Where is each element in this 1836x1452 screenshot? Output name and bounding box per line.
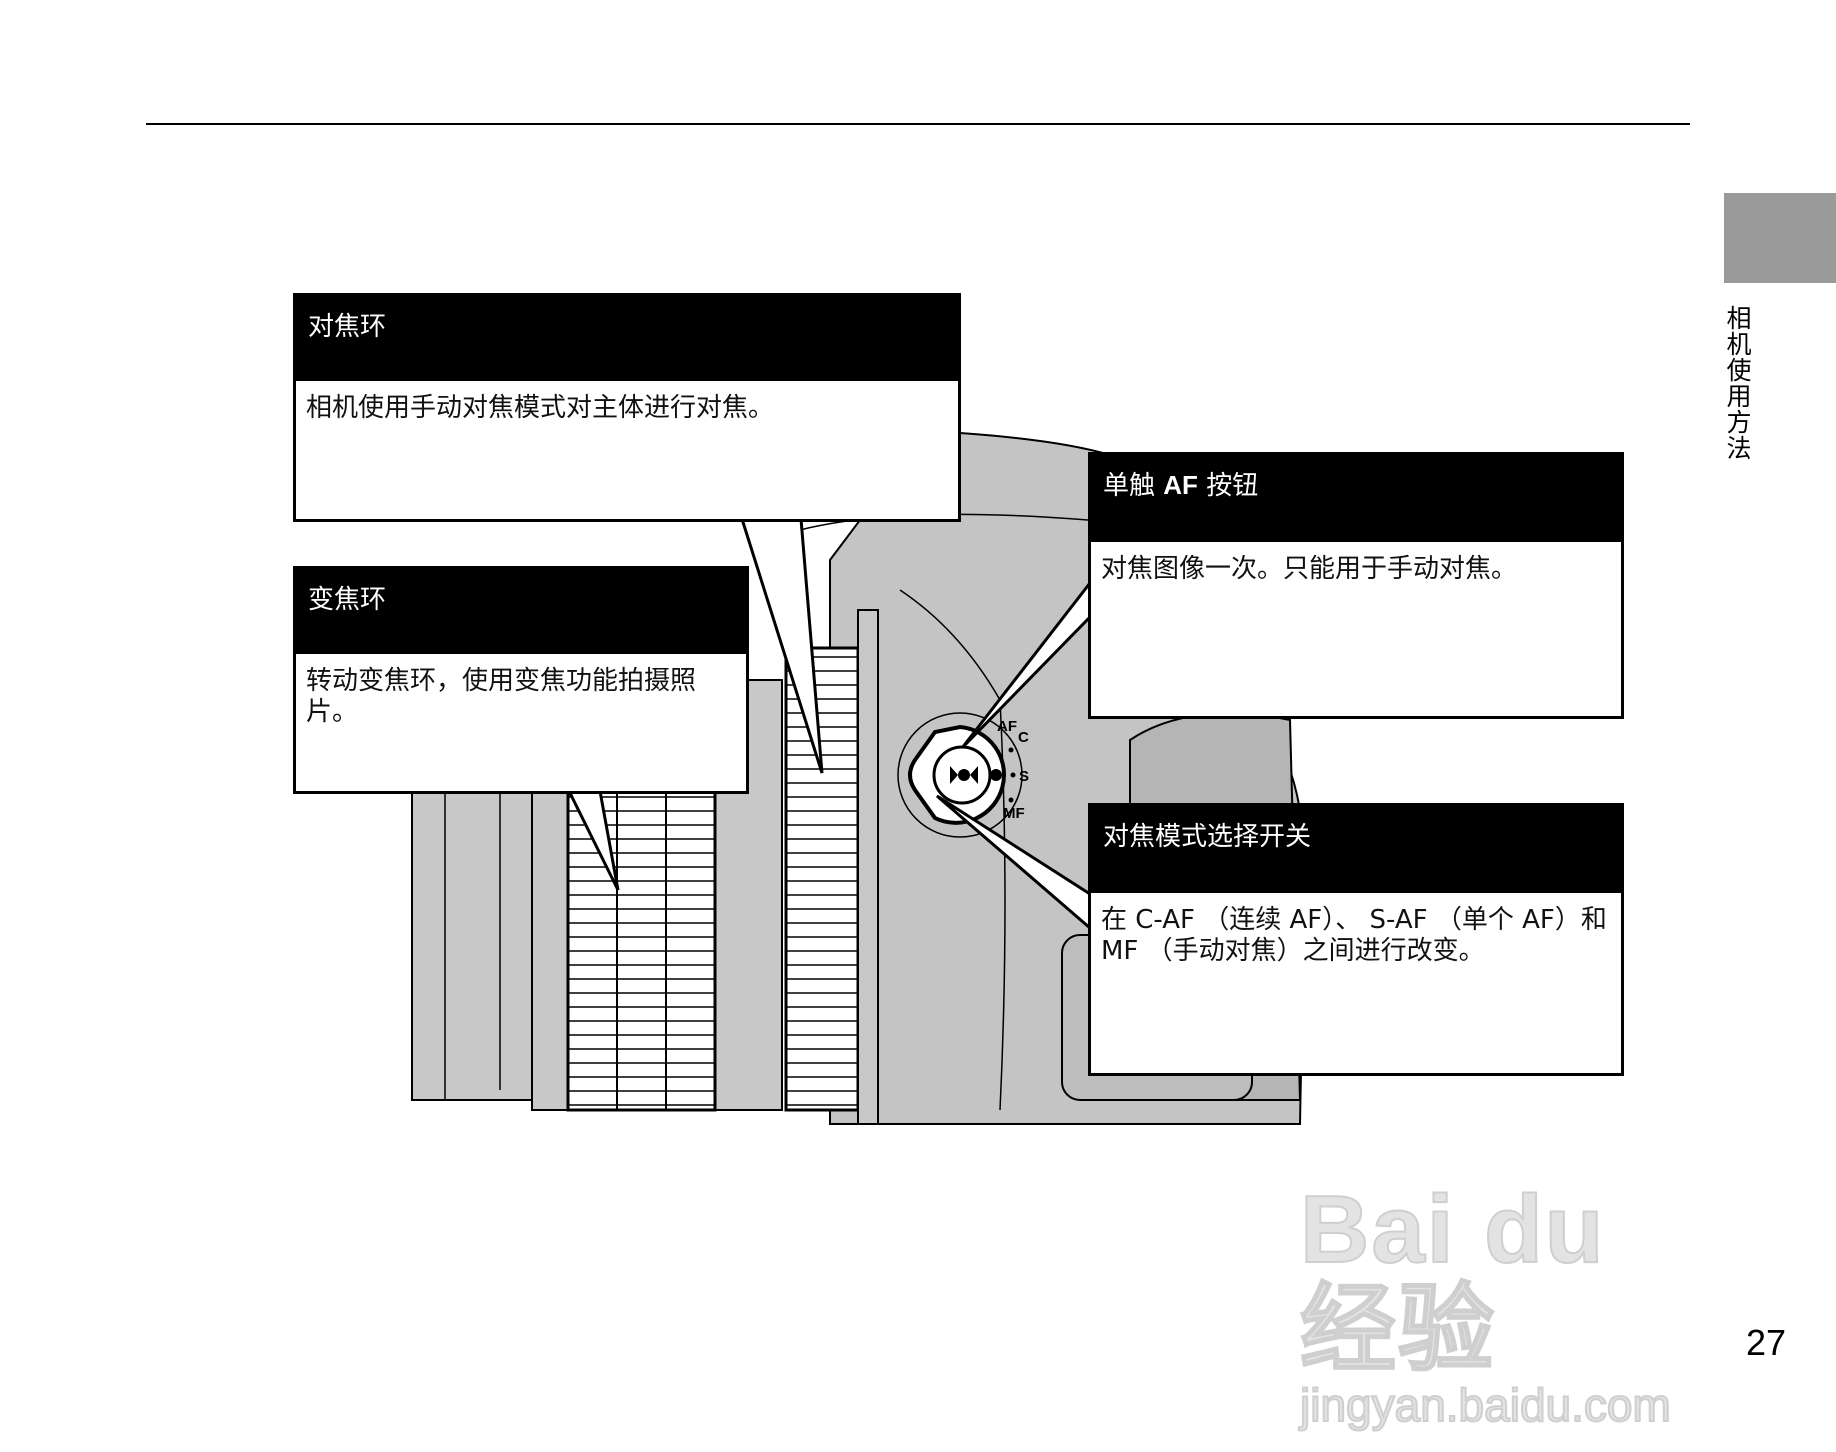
callout-title-prefix: 单触	[1103, 471, 1164, 501]
callout-title: 对焦模式选择开关	[1091, 806, 1621, 893]
watermark: Bai du 经验 jingyan.baidu.com	[1299, 1176, 1730, 1432]
callout-focus-mode-switch: 对焦模式选择开关 在 C-AF （连续 AF）、 S-AF （单个 AF）和 M…	[1088, 803, 1624, 1076]
page-number: 27	[1746, 1322, 1787, 1363]
callout-body: 对焦图像一次。只能用于手动对焦。	[1101, 554, 1518, 584]
dial-label-s: S	[1019, 768, 1029, 785]
callout-title: 对焦环	[296, 296, 958, 381]
callout-body: 相机使用手动对焦模式对主体进行对焦。	[306, 393, 775, 423]
callout-title: 单触 AF 按钮	[1091, 455, 1621, 542]
callout-body: 转动变焦环，使用变焦功能拍摄照片。	[306, 666, 697, 727]
header-rule	[146, 123, 1690, 125]
section-tab-label: 相机使用方法	[1723, 305, 1752, 461]
watermark-logo: Bai du 经验	[1299, 1176, 1606, 1383]
zoom-ring	[566, 788, 717, 1112]
focus-ring	[784, 646, 860, 1112]
callout-zoom-ring: 变焦环 转动变焦环，使用变焦功能拍摄照片。	[293, 566, 749, 794]
section-tab	[1724, 193, 1836, 283]
dial-label-af: AF	[997, 718, 1017, 735]
callout-body: 在 C-AF （连续 AF）、 S-AF （单个 AF）和 MF （手动对焦）之…	[1101, 905, 1607, 966]
watermark-url: jingyan.baidu.com	[1299, 1379, 1672, 1431]
callout-focus-ring: 对焦环 相机使用手动对焦模式对主体进行对焦。	[293, 293, 961, 522]
dial-label-mf: MF	[1003, 805, 1025, 822]
callout-title-suffix: 按钮	[1197, 471, 1259, 501]
callout-title: 变焦环	[296, 569, 746, 654]
dial-label-c: C	[1018, 729, 1029, 746]
callout-title-bold: AF	[1163, 470, 1198, 500]
callout-af-button: 单触 AF 按钮 对焦图像一次。只能用于手动对焦。	[1088, 452, 1624, 719]
lens-barrel	[411, 789, 543, 1101]
